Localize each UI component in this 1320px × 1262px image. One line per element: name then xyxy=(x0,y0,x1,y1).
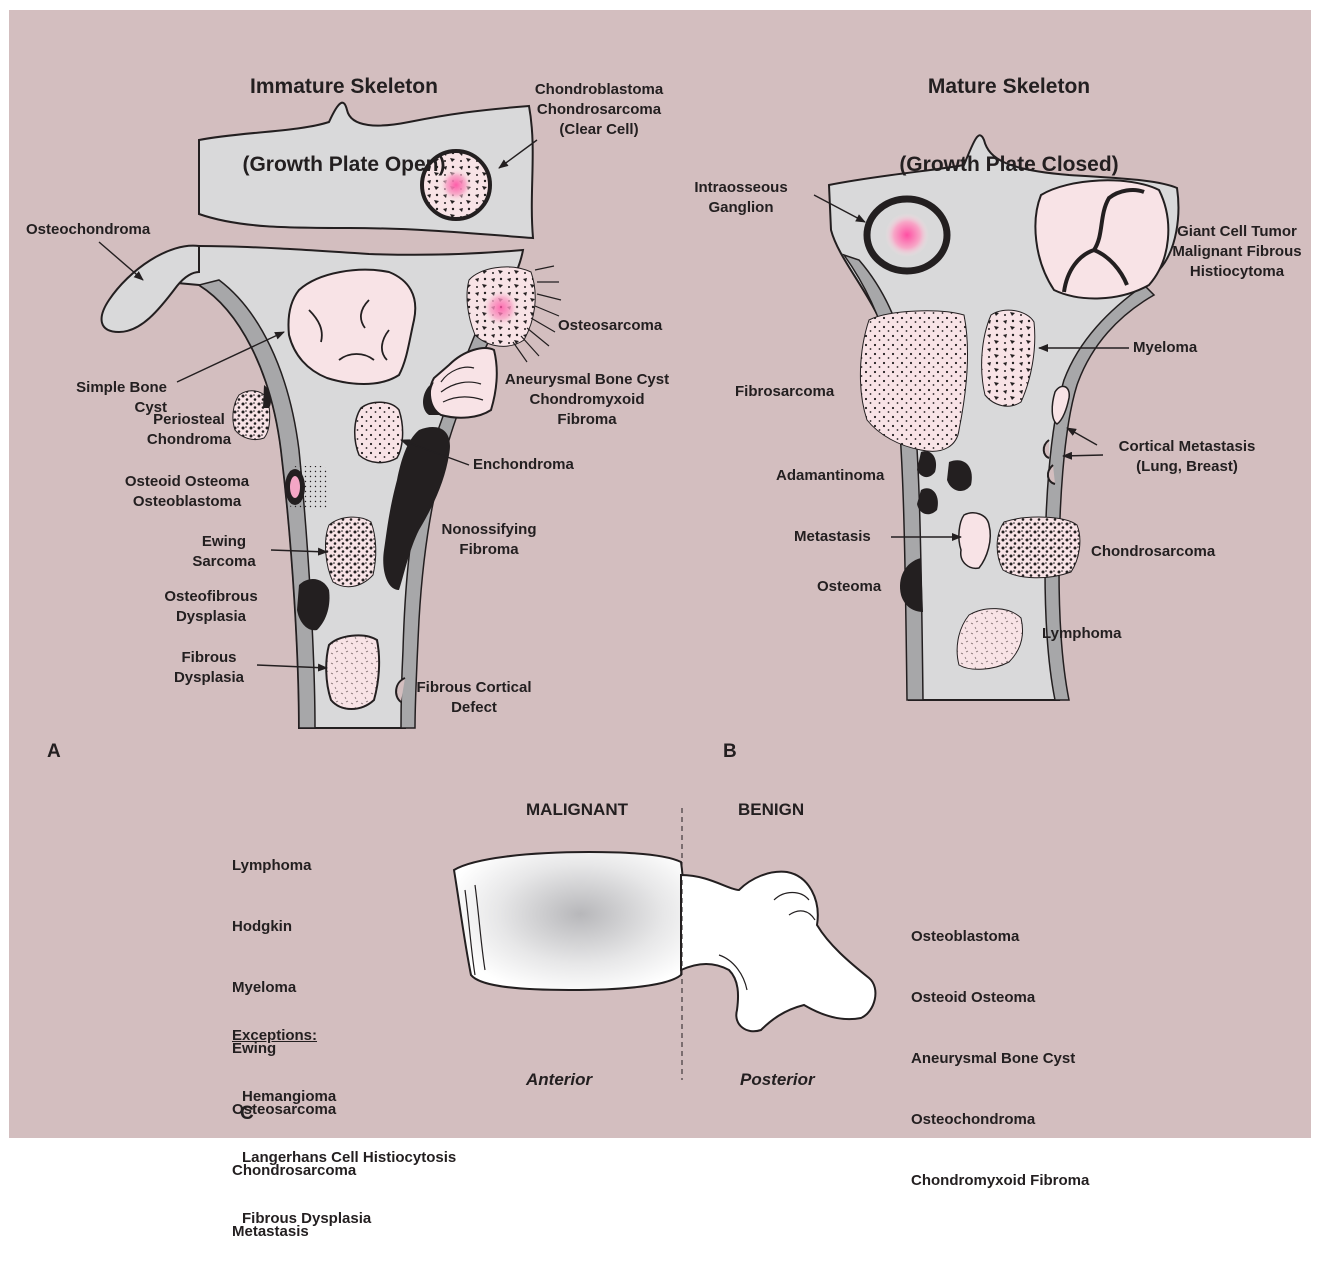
fibrosarcoma-shape xyxy=(860,311,967,451)
malignant-header: MALIGNANT xyxy=(526,800,628,820)
label-fibrous-cortical-defect: Fibrous Cortical Defect xyxy=(404,678,544,718)
label-periosteal-chondroma: Periosteal Chondroma xyxy=(134,410,244,450)
label-osteoma: Osteoma xyxy=(817,577,881,597)
exception-item: Hemangioma xyxy=(232,1086,456,1107)
benign-header: BENIGN xyxy=(738,800,804,820)
figure: Immature Skeleton (Growth Plate Open) Ma… xyxy=(9,10,1311,1138)
fibrous-dysplasia-shape xyxy=(326,635,379,709)
exceptions-title: Exceptions: xyxy=(232,1025,456,1046)
panel-a-title-line1: Immature Skeleton xyxy=(214,74,474,100)
enchondroma-shape xyxy=(355,402,403,462)
label-chondrosarcoma: Chondrosarcoma xyxy=(1091,542,1215,562)
label-lymphoma: Lymphoma xyxy=(1042,624,1121,644)
anterior-label: Anterior xyxy=(526,1070,592,1090)
panel-a-letter: A xyxy=(47,742,61,762)
label-giant-cell-tumor: Giant Cell Tumor Malignant Fibrous Histi… xyxy=(1167,222,1307,282)
benign-item: Osteoid Osteoma xyxy=(911,987,1089,1008)
simple-bone-cyst-shape xyxy=(288,270,415,384)
label-intraosseous-ganglion: Intraosseous Ganglion xyxy=(681,178,801,218)
benign-item: Osteoblastoma xyxy=(911,926,1089,947)
panel-b-letter: B xyxy=(723,742,737,762)
label-chondroblastoma: Chondroblastoma Chondrosarcoma (Clear Ce… xyxy=(514,80,684,140)
label-ewing-sarcoma: Ewing Sarcoma xyxy=(179,532,269,572)
chondrosarcoma-shape xyxy=(997,517,1080,578)
label-metastasis: Metastasis xyxy=(794,527,871,547)
panel-c-letter: C xyxy=(240,1104,254,1124)
label-osteosarcoma: Osteosarcoma xyxy=(558,316,662,336)
label-adamantinoma: Adamantinoma xyxy=(776,466,884,486)
label-fibrous-dysplasia: Fibrous Dysplasia xyxy=(164,648,254,688)
benign-item: Osteochondroma xyxy=(911,1109,1089,1130)
malignant-item: Lymphoma xyxy=(232,855,356,876)
vertebral-body xyxy=(454,852,684,990)
panel-a-title-line2: (Growth Plate Open) xyxy=(214,152,474,178)
posterior-label: Posterior xyxy=(740,1070,815,1090)
benign-list: Osteoblastoma Osteoid Osteoma Aneurysmal… xyxy=(911,886,1089,1211)
exceptions-list: Exceptions: Hemangioma Langerhans Cell H… xyxy=(232,985,456,1249)
panel-a-title: Immature Skeleton (Growth Plate Open) xyxy=(214,22,474,204)
label-osteochondroma: Osteochondroma xyxy=(26,220,150,240)
exception-item: Langerhans Cell Histiocytosis xyxy=(232,1147,456,1168)
label-osteoid-osteoma: Osteoid Osteoma Osteoblastoma xyxy=(112,472,262,512)
ewing-sarcoma-shape xyxy=(326,517,376,587)
label-aneurysmal-bone-cyst: Aneurysmal Bone Cyst Chondromyxoid Fibro… xyxy=(487,370,687,430)
panel-b-title: Mature Skeleton (Growth Plate Closed) xyxy=(869,22,1149,204)
label-myeloma: Myeloma xyxy=(1133,338,1197,358)
panel-b-title-line2: (Growth Plate Closed) xyxy=(869,152,1149,178)
benign-item: Chondromyxoid Fibroma xyxy=(911,1170,1089,1191)
exception-item: Fibrous Dysplasia xyxy=(232,1208,456,1229)
benign-item: Aneurysmal Bone Cyst xyxy=(911,1048,1089,1069)
panel-b-title-line1: Mature Skeleton xyxy=(869,74,1149,100)
label-osteofibrous-dysplasia: Osteofibrous Dysplasia xyxy=(156,587,266,627)
label-nonossifying-fibroma: Nonossifying Fibroma xyxy=(429,520,549,560)
label-enchondroma: Enchondroma xyxy=(473,455,574,475)
label-cortical-metastasis: Cortical Metastasis (Lung, Breast) xyxy=(1099,437,1275,477)
malignant-item: Hodgkin xyxy=(232,916,356,937)
label-fibrosarcoma: Fibrosarcoma xyxy=(735,382,834,402)
